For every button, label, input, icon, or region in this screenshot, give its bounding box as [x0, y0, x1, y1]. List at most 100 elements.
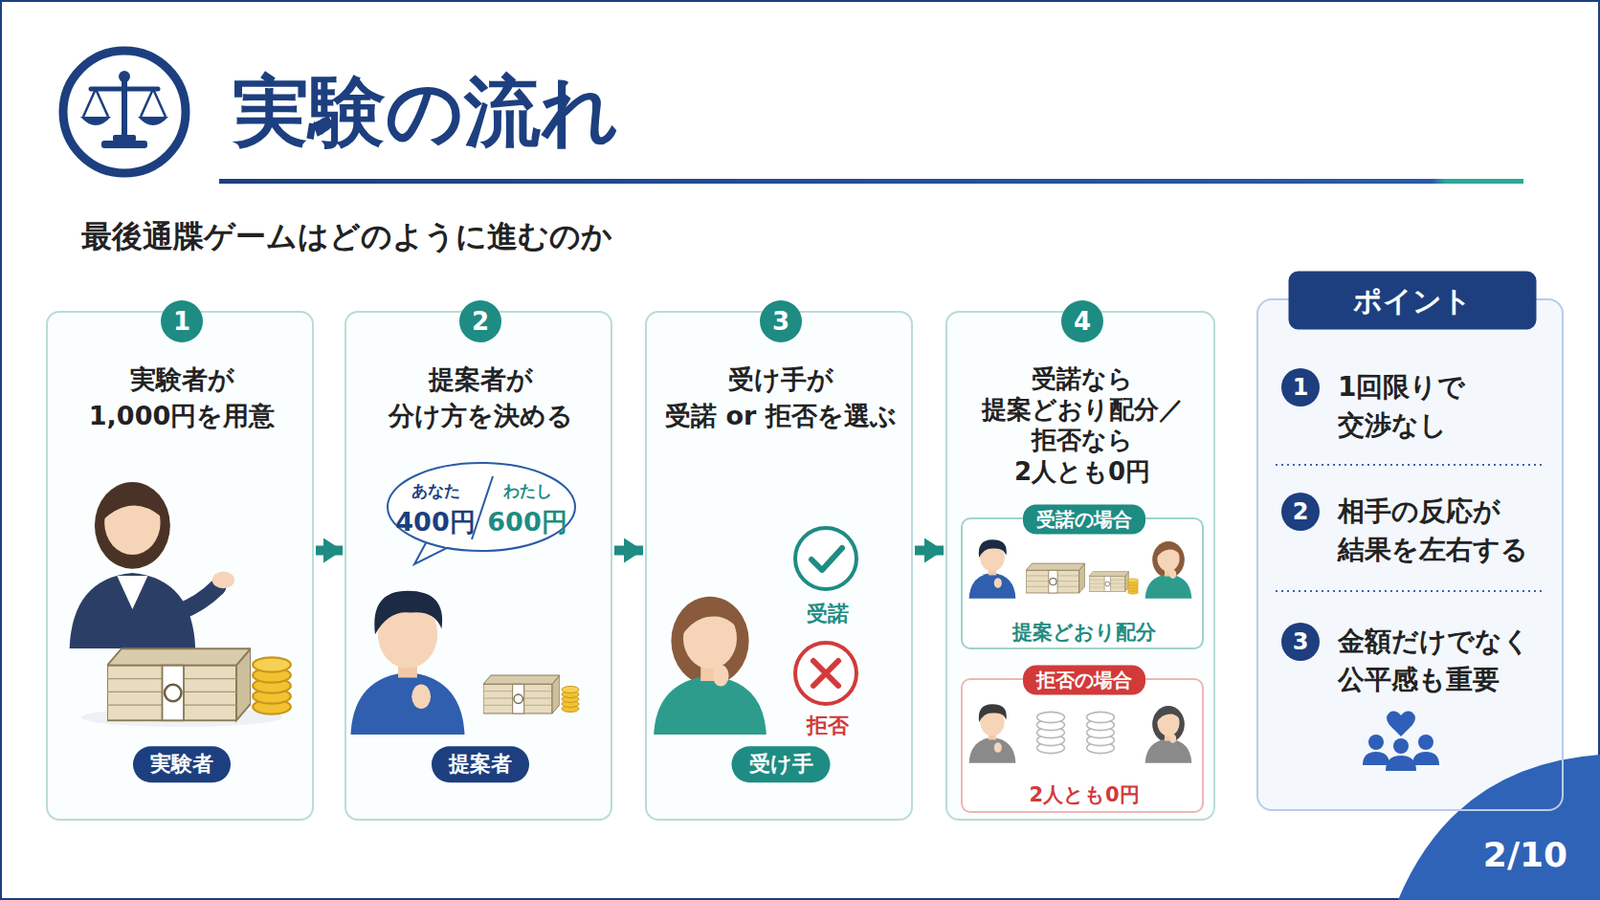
- bubble-body: [387, 463, 576, 552]
- card-fill: [1256, 298, 1564, 812]
- card-fill: [45, 311, 314, 822]
- responder-figure: [653, 597, 767, 735]
- step-card: 3受け手が 受諾 or 拒否を選ぶ受諾拒否受け手: [644, 311, 913, 822]
- experimenter-figure: [69, 482, 235, 649]
- title-icon: [63, 50, 186, 174]
- accept-icon: [795, 528, 857, 590]
- text-line: 金額だけでなく: [1337, 622, 1531, 662]
- node-text: 受諾なら 提案どおり配分／ 拒否なら 2人とも0円: [981, 363, 1184, 488]
- node-text: 400円: [395, 506, 475, 539]
- people-icon: [1385, 755, 1417, 772]
- card-fill: [344, 311, 613, 822]
- proposer-figure: [351, 591, 466, 735]
- node-text: ポイント: [1288, 271, 1537, 331]
- corner-band: [1398, 755, 1600, 900]
- flow-arrow: [614, 546, 644, 556]
- flow-arrow: [315, 546, 343, 556]
- title-icon: [101, 140, 148, 149]
- text-line: 1,000円を用意: [88, 398, 275, 435]
- outcome-box: 受諾の場合提案どおり配分: [960, 517, 1204, 650]
- bubble-outline: [385, 461, 578, 554]
- proposer-figure: [561, 687, 579, 713]
- accept-scene: [1025, 563, 1086, 594]
- step-number: 1: [1281, 368, 1320, 407]
- speech-bubble: あなた 400円 わたし 600円: [385, 461, 578, 554]
- node-text: 拒否の場合: [1022, 666, 1146, 696]
- text-line: 提案どおり配分／: [981, 394, 1184, 425]
- point-separator: [1275, 464, 1545, 467]
- point-separator: [1275, 590, 1545, 593]
- reject-scene: [1037, 711, 1066, 754]
- responder-figure: [653, 597, 767, 735]
- experimenter-figure: [252, 657, 291, 714]
- people-icon: [1412, 752, 1440, 766]
- bubble-joint: [427, 537, 447, 547]
- card-fill: [45, 298, 1564, 822]
- node-text: あなた: [411, 481, 461, 502]
- text-line: 受諾なら: [981, 363, 1184, 395]
- people-icon: [1362, 752, 1390, 766]
- card-fill: [958, 515, 1202, 648]
- flow-arrow: [914, 546, 944, 556]
- page-title: 実験の流れ: [232, 64, 620, 160]
- step-card: あなた400円わたし600円2提案者が 分け方を決める提案者: [344, 311, 613, 822]
- reject-scene: [969, 704, 1017, 763]
- accept-scene: [1145, 541, 1193, 600]
- title-icon: [112, 134, 136, 142]
- text-line: 分け方を決める: [388, 398, 574, 435]
- text-line: 実験者が: [88, 361, 275, 399]
- step-number: 3: [1281, 622, 1320, 662]
- people-icon: [1418, 734, 1434, 751]
- text-line: 受諾 or 拒否を選ぶ: [665, 398, 897, 435]
- title-underline: [219, 178, 1524, 184]
- people-icon: [1362, 711, 1440, 772]
- point-panel: ポイント11回限りで 交渉なし2相手の反応が 結果を左右する3金額だけでなく 公…: [1256, 298, 1564, 812]
- node-text: 実験者: [133, 746, 231, 783]
- title-icon: [137, 116, 169, 126]
- accept-icon: [811, 548, 843, 571]
- step-card: 受諾の場合提案どおり配分拒否の場合2人とも0円4受諾なら 提案どおり配分／ 拒否…: [945, 311, 1216, 822]
- node-text: 提案どおり配分: [1012, 620, 1156, 645]
- title-icon: [63, 50, 186, 174]
- proposer-figure: [483, 675, 560, 714]
- text-line: 2人とも0円: [981, 455, 1184, 487]
- point-separator: [1275, 465, 1545, 592]
- step-number: 2: [1281, 492, 1320, 532]
- step-number: 2: [459, 300, 502, 343]
- reject-scene: [1087, 711, 1115, 754]
- step-number: 3: [759, 300, 802, 343]
- text-line: 提案者が: [388, 361, 574, 399]
- node-text: 2人とも0円: [1028, 782, 1139, 808]
- node-text: 受け手が 受諾 or 拒否を選ぶ: [665, 361, 897, 436]
- node-text: 600円: [487, 506, 567, 539]
- node-text: 提案者が 分け方を決める: [388, 361, 574, 436]
- reject-icon: [813, 661, 839, 687]
- node-text: 提案者: [431, 746, 530, 783]
- page-number: 2/10: [1483, 833, 1568, 877]
- reject-scene: [1145, 706, 1193, 764]
- accept-scene: [1128, 578, 1139, 595]
- accept-icon: [795, 528, 857, 590]
- proposer-figure: [351, 591, 580, 735]
- text-line: 拒否なら: [981, 424, 1184, 456]
- title-icon: [118, 70, 131, 83]
- card-fill: [958, 676, 1202, 812]
- people-icon: [1368, 734, 1384, 751]
- title-icon: [80, 116, 112, 126]
- node-text: 受諾: [806, 600, 849, 628]
- accept-scene: [1088, 572, 1130, 593]
- text-line: 受け手が: [665, 361, 897, 399]
- node-text: 実験者が 1,000円を用意: [88, 361, 275, 436]
- step-card: 1実験者が 1,000円を用意実験者: [45, 311, 314, 822]
- accept-scene: [969, 539, 1017, 599]
- node-text: 拒否: [806, 712, 849, 740]
- text-line: 相手の反応が: [1337, 492, 1529, 532]
- reject-icon: [795, 643, 857, 705]
- accept-scene: [969, 539, 1193, 599]
- node-text: わたし: [503, 481, 553, 502]
- title-icon: [83, 88, 166, 117]
- text-line: 交渉なし: [1337, 406, 1466, 445]
